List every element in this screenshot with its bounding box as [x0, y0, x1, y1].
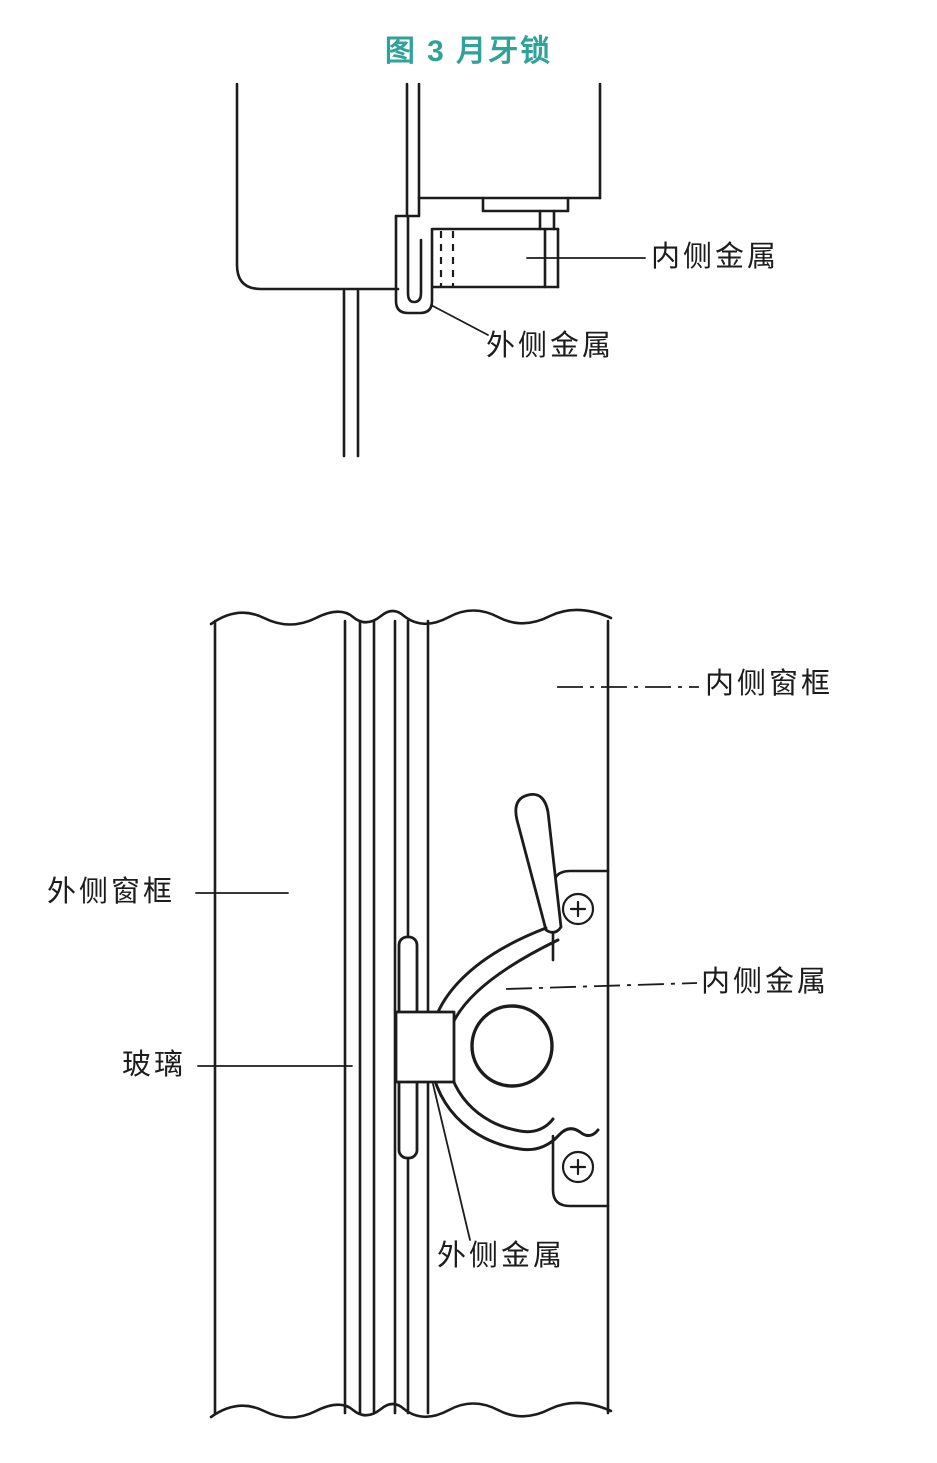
- label-outer-frame: 外侧窗框: [47, 876, 176, 908]
- outer-metal-hook: [394, 214, 434, 315]
- top-view-drawing: [235, 82, 646, 458]
- label-outer-metal-bottom: 外侧金属: [437, 1240, 566, 1272]
- outer-sash-profile: [235, 82, 400, 291]
- label-glass: 玻璃: [122, 1049, 187, 1081]
- base-plate-outline: [551, 1134, 610, 1208]
- inner-sash-bottom-step: [394, 196, 421, 218]
- label-inner-frame: 内侧窗框: [705, 668, 834, 700]
- leader-inner-metal-bottom: [505, 982, 698, 990]
- leader-outer-metal-bottom: [432, 1083, 471, 1241]
- cam-outer-contour: [428, 926, 600, 1152]
- lock-mounting-plate: [481, 196, 570, 213]
- break-line-bottom: [209, 1401, 613, 1419]
- label-outer-metal-top: 外侧金属: [486, 330, 615, 362]
- bottom-view-drawing: [195, 608, 699, 1419]
- leader-outer-metal-top: [430, 304, 489, 336]
- break-line-top: [209, 608, 613, 626]
- crescent-handle: [514, 792, 563, 934]
- cam-pivot-hole: [470, 1004, 554, 1088]
- outer-metal-hook-inner: [406, 214, 423, 304]
- label-inner-metal-top: 内侧金属: [651, 241, 780, 273]
- base-plate-outline: [551, 869, 610, 962]
- cam-inner-contour: [445, 938, 560, 1134]
- screw-icon: [561, 892, 595, 926]
- figure-title: 图 3 月牙锁: [384, 35, 553, 68]
- screw-icon: [561, 1150, 595, 1184]
- outer-metal-block: [394, 1010, 456, 1084]
- label-inner-metal-bottom: 内侧金属: [701, 966, 830, 998]
